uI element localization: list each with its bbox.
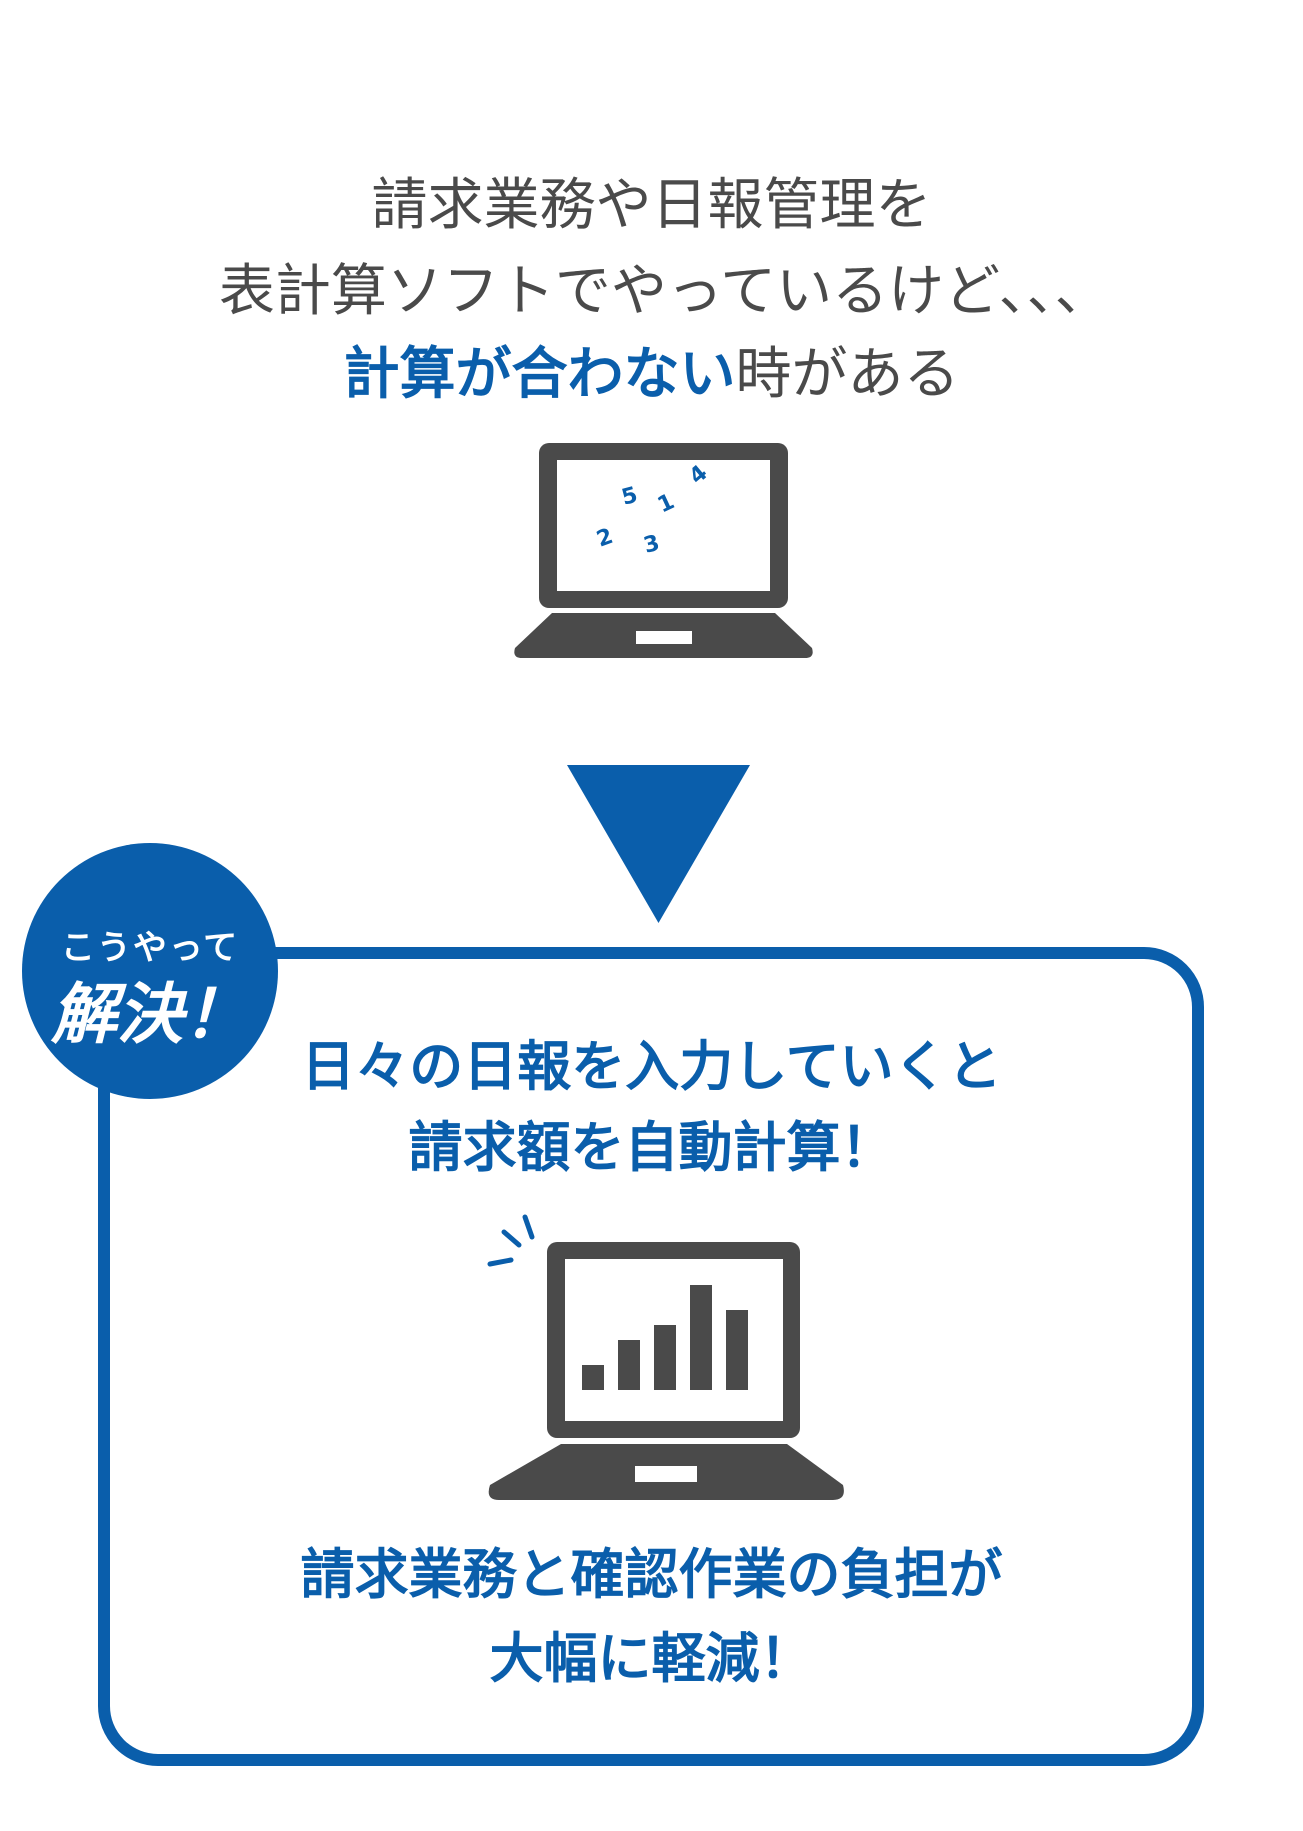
badge-small-text: こうやって: [60, 928, 240, 968]
down-arrow-icon: [567, 765, 750, 923]
solution-heading-line-1: 日々の日報を入力していくと: [301, 1035, 1002, 1098]
solution-badge: こうやって 解決！: [22, 843, 278, 1099]
chart-bar: [726, 1310, 748, 1390]
solution-heading-line-2: 請求額を自動計算！: [408, 1116, 895, 1179]
result-line-1: 請求業務と確認作業の負担が: [300, 1543, 1003, 1606]
laptop-numbers-icon: 5 1 4 2 3: [514, 443, 813, 658]
screen-number: 3: [641, 531, 662, 559]
chart-bar: [618, 1340, 640, 1390]
problem-line-1: 請求業務や日報管理を: [371, 173, 932, 238]
result-line-2: 大幅に軽減！: [489, 1627, 814, 1690]
problem-line-3: 計算が合わない時がある: [0, 337, 1303, 413]
problem-rest-text: 時がある: [735, 342, 960, 407]
problem-line-2: 表計算ソフトでやっているけど､､､: [218, 259, 1085, 324]
chart-bar: [654, 1325, 676, 1390]
chart-bar: [582, 1365, 604, 1390]
screen-number: 5: [619, 483, 640, 511]
laptop-chart-icon: [487, 1214, 844, 1500]
chart-bar: [690, 1285, 712, 1390]
badge-big-text: 解決！: [51, 976, 249, 1053]
problem-accent-text: 計算が合わない: [343, 342, 736, 407]
